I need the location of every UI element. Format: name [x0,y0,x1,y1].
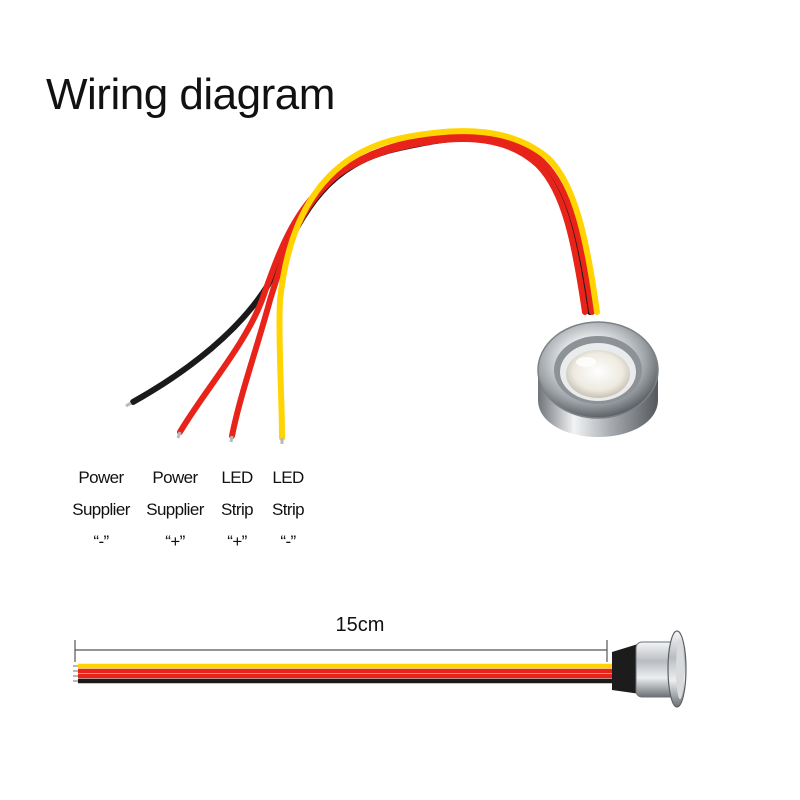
wire-label-power-negative: Power Supplier “-” [56,462,146,558]
wire-label-power-positive: Power Supplier “+” [130,462,220,558]
label-line: Supplier [146,500,204,519]
red-wire-power [177,136,588,435]
label-line: “-” [280,532,296,551]
label-line: “-” [93,532,109,551]
label-line: Strip [221,500,254,519]
wire-tip-black [125,401,132,408]
measurement-line [74,640,608,662]
label-line: Supplier [72,500,130,519]
label-line: LED [221,468,253,487]
label-line: LED [272,468,304,487]
black-wire [130,134,593,405]
wire-tip-red-1 [176,431,182,439]
label-line: “+” [227,532,247,551]
label-line: Strip [272,500,305,519]
page-title: Wiring diagram [46,70,335,119]
switch-side-view [612,630,687,708]
yellow-wire [276,128,600,441]
label-line: Power [152,468,198,487]
wire-tip-red-2 [229,435,234,443]
wire-label-led-negative: LED Strip “-” [243,462,333,558]
wire-label-led-positive: LED Strip “+” [192,462,282,558]
cable-length-label: 15cm [335,614,385,636]
straight-wire-harness [73,663,615,684]
label-line: “+” [165,532,185,551]
red-wire-led [229,131,595,439]
label-line: Power [78,468,124,487]
curved-wire-harness [125,128,600,444]
chrome-touch-switch [537,321,659,437]
